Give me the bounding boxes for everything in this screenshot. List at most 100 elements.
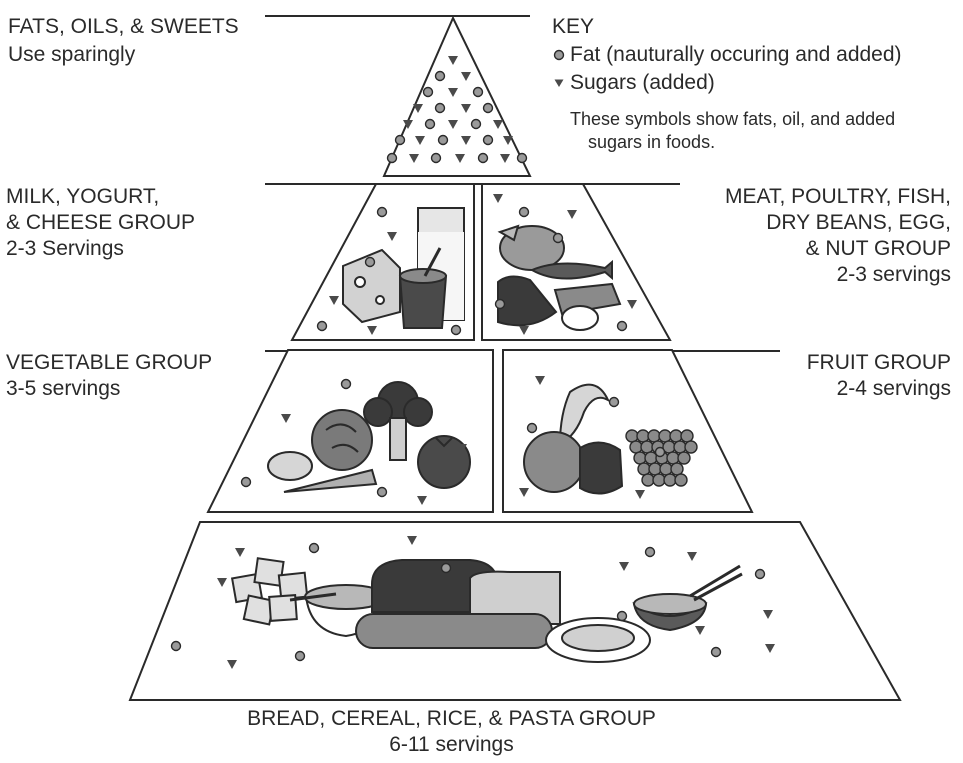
sugar-symbol [627, 300, 637, 309]
sugar-symbol [448, 56, 458, 65]
grape [633, 451, 647, 465]
sugar-symbol [227, 660, 237, 669]
bread-title: BREAD, CEREAL, RICE, & PASTA GROUP [247, 707, 656, 730]
grape [673, 440, 687, 454]
grape [637, 462, 651, 476]
milk-title-line-1: MILK, YOGURT, [6, 185, 160, 208]
sugar-symbol [461, 104, 471, 113]
sugar-symbol [493, 120, 503, 129]
fat-symbol [386, 152, 398, 164]
sugar-symbol [407, 536, 417, 545]
sugar-symbol [765, 644, 775, 653]
vegetable-foods [267, 381, 471, 493]
fat-symbol [437, 134, 449, 146]
meat-foods [497, 224, 622, 331]
sugar-symbol [415, 136, 425, 145]
grape [684, 440, 698, 454]
fat-symbol [440, 562, 452, 574]
fat-symbol [316, 320, 328, 332]
fat-symbol [472, 86, 484, 98]
meat-title-line-1: MEAT, POULTRY, FISH, [725, 185, 951, 208]
cracker [268, 594, 298, 622]
vegetable-title: VEGETABLE GROUP [6, 351, 213, 374]
fat-symbol [482, 102, 494, 114]
fat-symbol [450, 324, 462, 336]
sugar-symbol [519, 488, 529, 497]
sugar-symbol [493, 194, 503, 203]
fat-symbol [424, 118, 436, 130]
key-fat-label: Fat (nauturally occuring and added) [570, 43, 902, 66]
sugar-symbol [455, 154, 465, 163]
key-sugar-label: Sugars (added) [570, 71, 715, 94]
fat-symbol [308, 542, 320, 554]
sugar-symbol [687, 552, 697, 561]
key-fat-row: Fat (nauturally occuring and added) [548, 42, 902, 68]
fruit-servings: 2-4 servings [836, 377, 951, 400]
sugar-symbol [281, 414, 291, 423]
sugar-symbol-icon [548, 70, 570, 96]
fat-symbol [376, 206, 388, 218]
sugar-symbol [329, 296, 339, 305]
grapes-icon [625, 429, 698, 487]
crackers-icon [230, 557, 309, 626]
fat-symbol [422, 86, 434, 98]
sugar-symbol [403, 120, 413, 129]
sugar-symbol [461, 72, 471, 81]
milk-title-line-2: & CHEESE GROUP [6, 211, 196, 234]
grape [677, 451, 691, 465]
fat-symbol [494, 298, 506, 310]
lettuce-icon [311, 409, 373, 471]
sugar-symbol [235, 548, 245, 557]
grape [636, 429, 650, 443]
sugar-symbol [519, 326, 529, 335]
grape [640, 440, 654, 454]
grape [670, 462, 684, 476]
fat-symbol [376, 486, 388, 498]
sugar-symbol [367, 326, 377, 335]
fat-symbol [477, 152, 489, 164]
sugar-symbol [457, 444, 467, 453]
fat-symbol [552, 232, 564, 244]
fat-symbol [754, 568, 766, 580]
key-note-line-1: These symbols show fats, oil, and added [570, 109, 896, 129]
scatter-symbols [170, 194, 775, 669]
fat-symbol [470, 118, 482, 130]
sugar-symbol [500, 154, 510, 163]
milk-foods [342, 207, 465, 329]
sugar-symbol [387, 232, 397, 241]
cracker [253, 557, 285, 587]
grape [680, 429, 694, 443]
banana-icon [558, 383, 611, 446]
grape [641, 473, 655, 487]
fat-symbol [394, 134, 406, 146]
bread-servings: 6-11 servings [389, 733, 514, 756]
sugar-symbol [431, 302, 441, 311]
fat-symbol [340, 378, 352, 390]
meat-title-line-3: & NUT GROUP [805, 237, 951, 260]
sugar-symbol [635, 490, 645, 499]
pepper-icon [579, 441, 624, 495]
fruit-foods [523, 383, 698, 495]
grape [669, 429, 683, 443]
orange-icon [523, 431, 585, 493]
sugar-symbol [619, 562, 629, 571]
fat-symbol [654, 446, 666, 458]
sugar-symbol [417, 496, 427, 505]
egg-icon [561, 305, 599, 331]
fruit-title: FRUIT GROUP [806, 351, 951, 374]
fat-symbol [516, 152, 528, 164]
grape [658, 429, 672, 443]
fat-symbol [616, 610, 628, 622]
milk-servings: 2-3 Servings [6, 237, 124, 260]
bread-foods [230, 557, 743, 663]
fat-symbol [482, 134, 494, 146]
fat-symbol [240, 476, 252, 488]
key-note-line-2: sugars in foods. [588, 132, 716, 152]
sugar-symbol [409, 154, 419, 163]
key-sugar-row: Sugars (added) [548, 70, 715, 96]
grape [625, 429, 639, 443]
cheese-icon [342, 248, 401, 324]
sugar-symbol [448, 120, 458, 129]
fat-symbol [616, 320, 628, 332]
grape [659, 462, 673, 476]
